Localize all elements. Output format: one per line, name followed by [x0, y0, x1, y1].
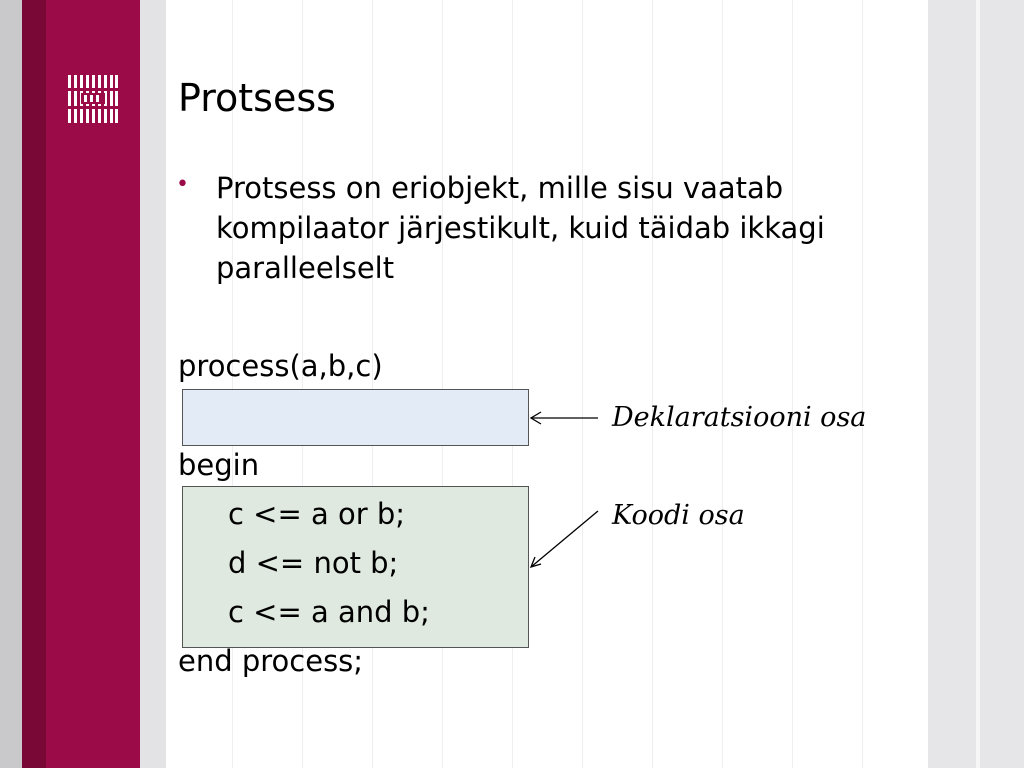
declaration-arrow-head [529, 411, 542, 425]
code-line: c <= a or b; [228, 497, 406, 531]
code-box [182, 486, 529, 648]
bullet-text: Protsess on eriobjekt, mille sisu vaatab… [216, 171, 825, 285]
background-line [792, 0, 793, 768]
declaration-annotation: Deklaratsiooni osa [612, 402, 867, 433]
left-light-gray-stripe [140, 0, 166, 768]
code-end: end process; [178, 644, 364, 678]
bullet-marker: • [176, 172, 189, 197]
code-arrow [530, 510, 599, 568]
code-line: c <= a and b; [228, 595, 430, 629]
background-line [722, 0, 723, 768]
code-begin: begin [178, 448, 260, 482]
code-line: d <= not b; [228, 546, 399, 580]
background-line [652, 0, 653, 768]
code-process-header: process(a,b,c) [178, 349, 383, 383]
background-line [512, 0, 513, 768]
right-gray-stripe [980, 0, 1024, 768]
code-annotation: Koodi osa [612, 500, 745, 531]
code-arrow-head [529, 556, 542, 569]
right-white-gap [976, 0, 980, 768]
background-line [862, 0, 863, 768]
background-line [372, 0, 373, 768]
left-red-stripe [46, 0, 140, 768]
background-line [442, 0, 443, 768]
background-line [232, 0, 233, 768]
left-dark-red-stripe [22, 0, 46, 768]
background-line [302, 0, 303, 768]
slide-title: Protsess [178, 76, 336, 120]
left-gray-stripe [0, 0, 22, 768]
background-line [582, 0, 583, 768]
grid-logo-icon [68, 75, 118, 123]
declaration-box [182, 389, 529, 446]
right-light-gray-stripe [928, 0, 976, 768]
